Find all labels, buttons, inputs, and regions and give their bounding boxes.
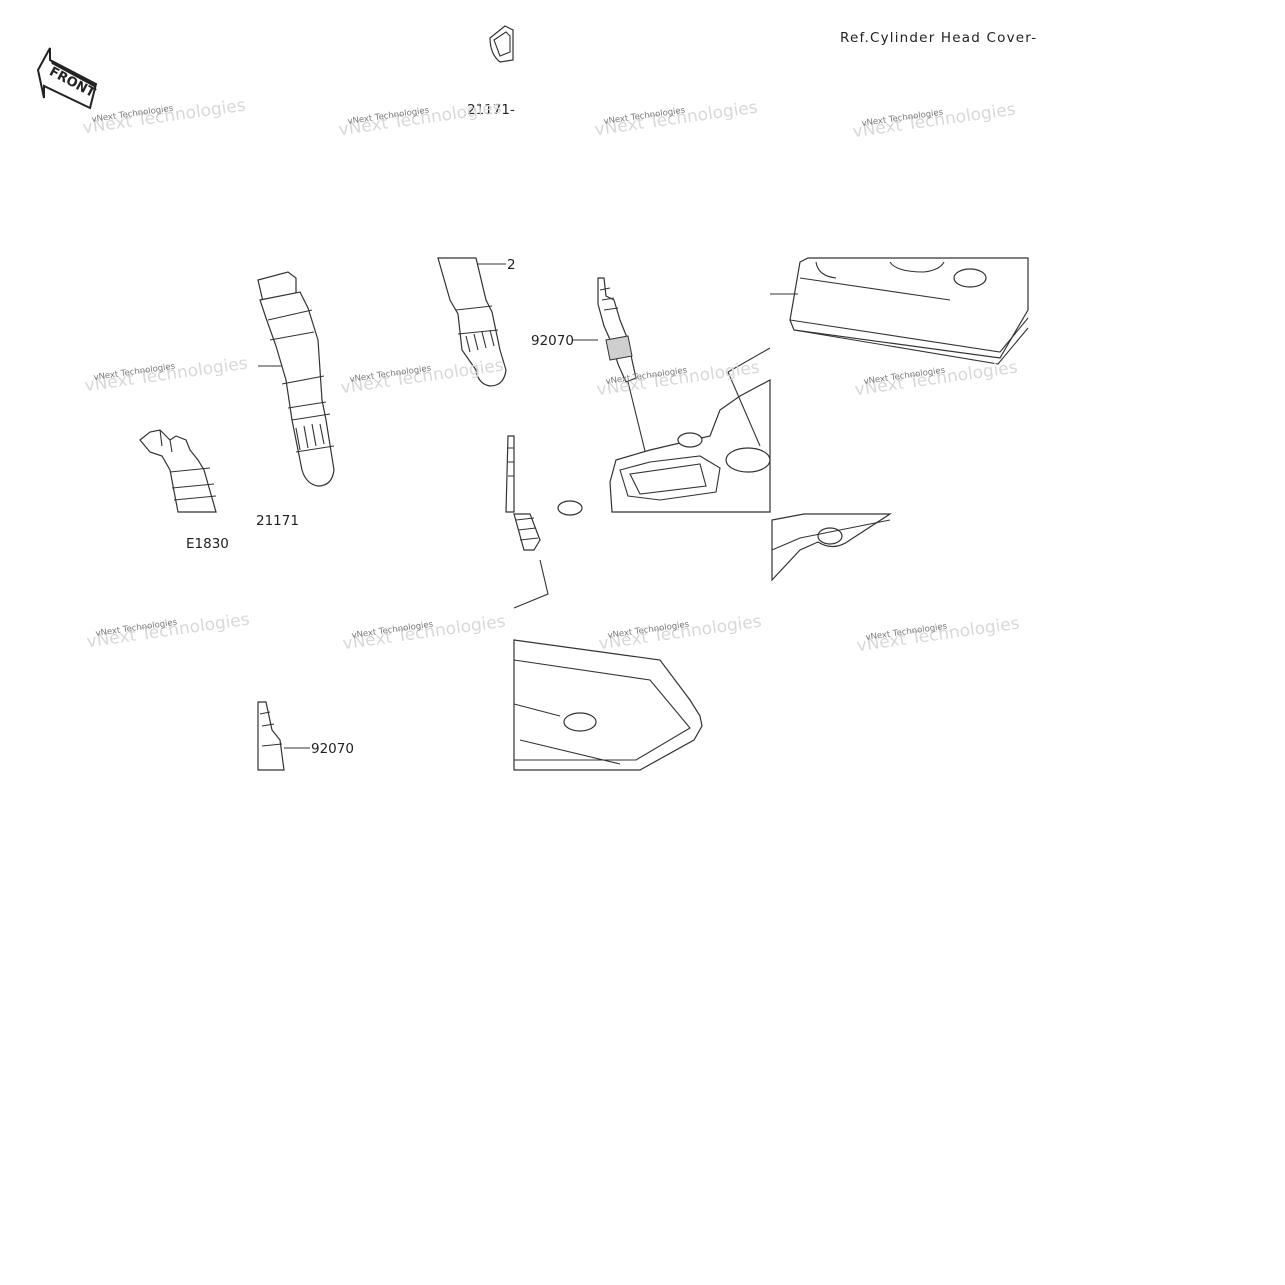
callout-2-partial: 2	[507, 257, 516, 273]
cylinder-head-upper	[557, 347, 771, 516]
ignition-coil-right	[437, 257, 507, 387]
callout-92070-lower: 92070	[311, 741, 354, 757]
spark-plug-lower	[257, 701, 285, 771]
front-arrow-icon: FRONT	[36, 47, 98, 110]
figure-code-label: E1830	[186, 536, 229, 552]
coil-connector-part	[489, 25, 514, 63]
spark-plug-middle	[505, 435, 549, 609]
ref-cylinder-head-cover-label: Ref.Cylinder Head Cover-	[840, 30, 1037, 46]
cylinder-head-cover	[770, 257, 1029, 365]
ignition-coil-long	[257, 271, 335, 487]
spark-plug-upper	[597, 277, 661, 513]
callout-21171-top: 21171-	[467, 102, 515, 118]
callout-21171-left: 21171	[256, 513, 299, 529]
cylinder-head-cover-lower	[513, 639, 703, 771]
callout-92070-upper: 92070	[531, 333, 574, 349]
coil-cap-left	[139, 429, 217, 513]
cover-gasket	[771, 513, 893, 582]
